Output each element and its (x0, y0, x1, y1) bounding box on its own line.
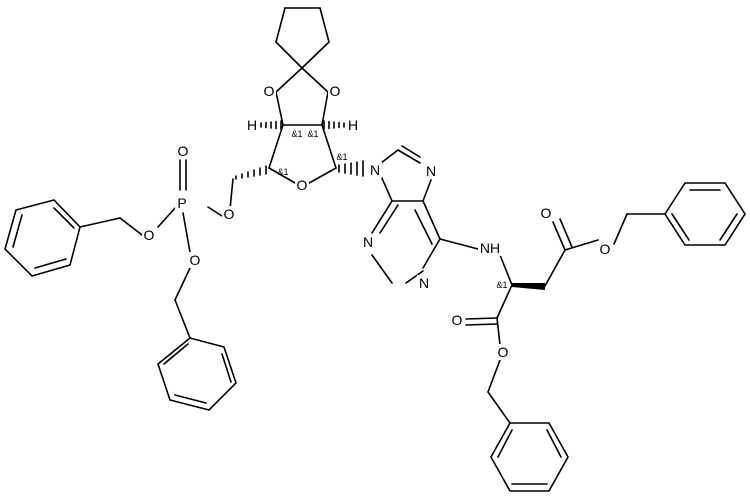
oxygen-benzyl-1: O (144, 227, 155, 243)
oxygen-ketal-right: O (330, 83, 341, 99)
hashed-bond-c1-n9 (338, 160, 364, 177)
phosphate-group (157, 159, 191, 253)
oxygen-benzyl-2: O (190, 252, 201, 268)
nitrogen-n1: N (419, 275, 429, 291)
benzyl-group-2 (157, 267, 237, 411)
aspartate-chain (465, 218, 599, 346)
dioxolane-ring (275, 67, 329, 126)
purine-imidazole (380, 145, 432, 202)
nitrogen-amine: NH (480, 240, 500, 256)
stereo-labels: &1 &1 &1 &1 &1 (277, 129, 507, 290)
oxygen-ketal-left: O (264, 83, 275, 99)
stereo-label-alpha: &1 (496, 280, 507, 290)
oxygen-ring: O (297, 177, 308, 193)
oxygen-ester-top: O (600, 241, 611, 257)
oxygen-ester-bottom: O (498, 344, 509, 360)
benzyl-group-3 (613, 182, 746, 246)
hashed-bond-c4-ch2 (235, 165, 267, 180)
oxygen-carbonyl-bottom: O (452, 312, 463, 328)
stereo-label-c2: &1 (307, 129, 318, 139)
oxygen-ester-c5: O (224, 206, 235, 222)
nitrogen-n7: N (426, 163, 436, 179)
nitrogen-n3: N (363, 234, 373, 250)
stereo-label-c3: &1 (291, 129, 302, 139)
nitrogen-n9: N (370, 162, 380, 178)
benzyl-group-4 (487, 359, 569, 492)
purine-pyrimidine (371, 200, 479, 284)
bond-ch2-o (229, 178, 234, 210)
atom-labels: O O H H O O P O O O N N N N NH O O O (142, 83, 612, 360)
hydrogen-left: H (247, 117, 257, 133)
stereo-label-c4: &1 (277, 167, 288, 177)
hashed-bond-h-right (323, 120, 345, 130)
cyclopentane-ring (275, 7, 330, 69)
oxygen-carbonyl-top: O (541, 205, 552, 221)
oxygen-phosphoryl: O (178, 143, 189, 159)
phosphorus: P (177, 195, 186, 211)
hydrogen-right: H (348, 117, 358, 133)
hashed-bond-h-left (260, 120, 282, 130)
stereo-label-c1: &1 (336, 152, 347, 162)
bond-o-p (207, 206, 223, 217)
benzyl-group-1 (4, 199, 143, 277)
